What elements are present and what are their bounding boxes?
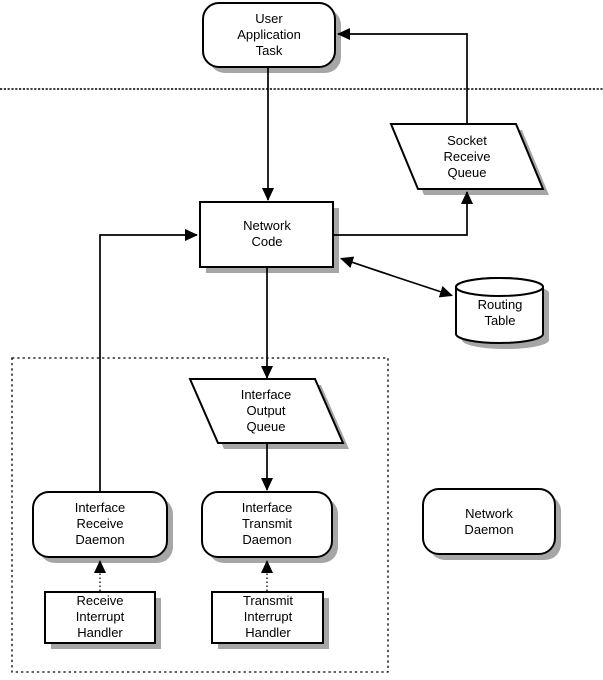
connectors bbox=[94, 28, 473, 591]
edge-routing-table-to-network-code bbox=[340, 256, 397, 278]
node-routing-table bbox=[455, 277, 549, 349]
node-interface-output-queue bbox=[188, 378, 349, 449]
node-user-application-task bbox=[202, 2, 341, 73]
node-interface-receive-daemon bbox=[32, 491, 173, 563]
edge-socket-receive-queue-to-user-application-task bbox=[337, 28, 468, 124]
node-socket-receive-queue bbox=[389, 123, 549, 195]
edge-interface-receive-daemon-to-network-code bbox=[99, 229, 198, 492]
node-receive-interrupt-handler bbox=[44, 591, 161, 649]
node-network-code bbox=[199, 201, 339, 273]
node-network-daemon bbox=[422, 488, 561, 560]
edge-network-code-to-socket-receive-queue bbox=[333, 191, 473, 236]
edge-network-code-to-routing-table bbox=[395, 276, 453, 298]
node-interface-transmit-daemon bbox=[201, 491, 338, 563]
node-transmit-interrupt-handler bbox=[211, 591, 329, 649]
